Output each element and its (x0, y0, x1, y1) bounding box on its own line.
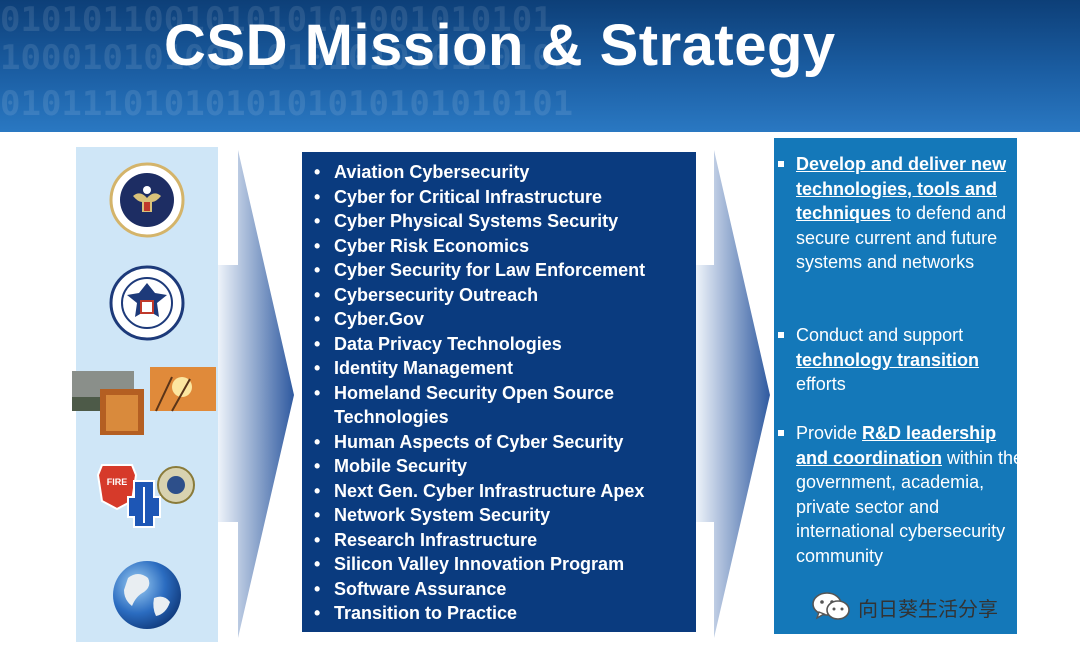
list-item: Software Assurance (312, 577, 696, 602)
list-item: Next Gen. Cyber Infrastructure Apex (312, 479, 696, 504)
slide-title: CSD Mission & Strategy (164, 12, 836, 79)
list-item: Silicon Valley Innovation Program (312, 552, 696, 577)
strategy-point-develop: Develop and deliver new technologies, to… (774, 152, 1032, 275)
bullet-square-icon (778, 161, 784, 167)
list-item: Human Aspects of Cyber Security (312, 430, 696, 455)
list-item: Cyber for Critical Infrastructure (312, 185, 696, 210)
header-banner: 010101100101010101001010101 100010101000… (0, 0, 1080, 132)
flow-arrow-right (696, 150, 772, 640)
binary-background-row-3: 0101110101010101010101010101 (0, 84, 573, 124)
list-item: Identity Management (312, 356, 696, 381)
list-item: Cyber Risk Economics (312, 234, 696, 259)
wechat-watermark: 向日葵生活分享 (812, 591, 998, 623)
strategy-emphasis: technology transition (796, 350, 979, 370)
globe-icon (108, 556, 186, 634)
research-areas-list: Aviation Cybersecurity Cyber for Critica… (302, 152, 696, 626)
list-item: Research Infrastructure (312, 528, 696, 553)
fire-badge-text: FIRE (107, 477, 128, 487)
list-item: Cyber Security for Law Enforcement (312, 258, 696, 283)
list-item: Cyber Physical Systems Security (312, 209, 696, 234)
research-areas-panel: Aviation Cybersecurity Cyber for Critica… (302, 152, 696, 632)
list-item: Homeland Security Open Source Technologi… (312, 381, 624, 430)
strategy-text: Provide (796, 423, 862, 443)
list-item: Cyber.Gov (312, 307, 696, 332)
list-item: Network System Security (312, 503, 696, 528)
first-responder-badges-icon: FIRE (96, 461, 198, 529)
bullet-square-icon (778, 332, 784, 338)
wechat-icon (812, 592, 850, 622)
strategy-text: Conduct and support (796, 325, 963, 345)
watermark-text: 向日葵生活分享 (858, 593, 998, 622)
strategy-panel: Develop and deliver new technologies, to… (774, 138, 1017, 634)
agency-icon-column: FIRE (76, 147, 218, 642)
strategy-point-leadership: Provide R&D leadership and coordination … (774, 421, 1032, 568)
list-item: Mobile Security (312, 454, 696, 479)
strategy-point-transition: Conduct and support technology transitio… (774, 323, 1032, 397)
dhs-seal-icon (109, 265, 185, 341)
critical-infrastructure-photo-collage-icon (72, 367, 218, 437)
list-item: Transition to Practice (312, 601, 696, 626)
presidential-seal-icon (109, 162, 185, 238)
flow-arrow-left (218, 150, 298, 640)
strategy-text: efforts (796, 374, 846, 394)
list-item: Data Privacy Technologies (312, 332, 696, 357)
list-item: Aviation Cybersecurity (312, 160, 696, 185)
bullet-square-icon (778, 430, 784, 436)
list-item: Cybersecurity Outreach (312, 283, 696, 308)
